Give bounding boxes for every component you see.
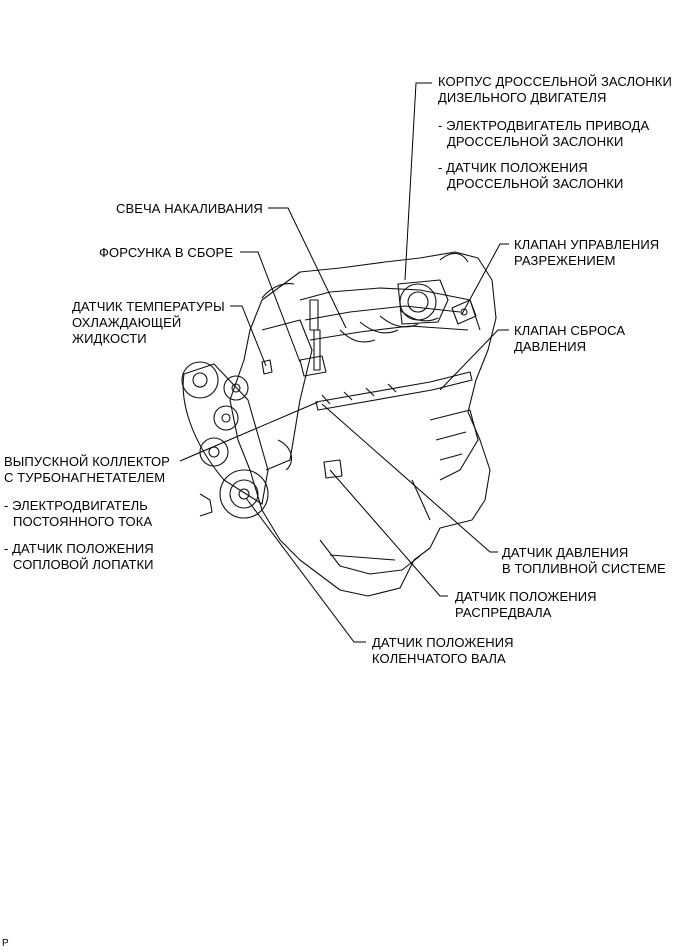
label-line: СВЕЧА НАКАЛИВАНИЯ bbox=[116, 201, 263, 216]
label-relief-valve: КЛАПАН СБРОСА ДАВЛЕНИЯ bbox=[514, 323, 625, 355]
label-line: ДИЗЕЛЬНОГО ДВИГАТЕЛЯ bbox=[438, 90, 607, 105]
label-exhaust-manifold: ВЫПУСКНОЙ КОЛЛЕКТОР С ТУРБОНАГНЕТАТЕЛЕМ bbox=[4, 454, 170, 486]
label-line: В ТОПЛИВНОЙ СИСТЕМЕ bbox=[502, 561, 666, 576]
figure-code: P bbox=[2, 938, 9, 949]
label-line: С ТУРБОНАГНЕТАТЕЛЕМ bbox=[4, 470, 166, 485]
leader-camshaft bbox=[329, 469, 448, 597]
leader-glow-plug bbox=[268, 207, 347, 329]
label-line: КЛАПАН УПРАВЛЕНИЯ bbox=[514, 237, 660, 252]
label-vacuum-valve: КЛАПАН УПРАВЛЕНИЯ РАЗРЕЖЕНИЕМ bbox=[514, 237, 659, 269]
label-nozzle-sensor: - ДАТЧИК ПОЛОЖЕНИЯ СОПЛОВОЙ ЛОПАТКИ bbox=[4, 541, 154, 573]
label-line: ФОРСУНКА В СБОРЕ bbox=[99, 245, 234, 260]
leader-vacuum-valve bbox=[461, 243, 509, 315]
label-fuel-pressure-sensor: ДАТЧИК ДАВЛЕНИЯ В ТОПЛИВНОЙ СИСТЕМЕ bbox=[502, 545, 666, 577]
engine-illustration bbox=[181, 251, 497, 597]
label-line: ДРОССЕЛЬНОЙ ЗАСЛОНКИ bbox=[447, 134, 624, 149]
label-line: СОПЛОВОЙ ЛОПАТКИ bbox=[13, 557, 154, 572]
leader-relief-valve bbox=[439, 329, 509, 391]
label-line: ДАВЛЕНИЯ bbox=[514, 339, 587, 354]
label-throttle-body: КОРПУС ДРОССЕЛЬНОЙ ЗАСЛОНКИ ДИЗЕЛЬНОГО Д… bbox=[438, 74, 672, 106]
label-line: РАЗРЕЖЕНИЕМ bbox=[514, 253, 616, 268]
label-line: ДАТЧИК ДАВЛЕНИЯ bbox=[502, 545, 629, 560]
label-throttle-motor: - ЭЛЕКТРОДВИГАТЕЛЬ ПРИВОДА ДРОССЕЛЬНОЙ З… bbox=[438, 118, 649, 150]
label-line: - ЭЛЕКТРОДВИГАТЕЛЬ bbox=[4, 498, 148, 513]
label-line: - ЭЛЕКТРОДВИГАТЕЛЬ ПРИВОДА bbox=[438, 118, 650, 133]
leader-fuel-pressure bbox=[321, 403, 498, 553]
label-line: КОЛЕНЧАТОГО ВАЛА bbox=[372, 651, 506, 666]
label-line: ПОСТОЯННОГО ТОКА bbox=[13, 514, 153, 529]
label-camshaft-sensor: ДАТЧИК ПОЛОЖЕНИЯ РАСПРЕДВАЛА bbox=[455, 589, 597, 621]
label-glow-plug: СВЕЧА НАКАЛИВАНИЯ bbox=[116, 201, 263, 217]
label-line: - ДАТЧИК ПОЛОЖЕНИЯ bbox=[438, 160, 588, 175]
leader-crankshaft bbox=[245, 497, 366, 643]
label-line: КОРПУС ДРОССЕЛЬНОЙ ЗАСЛОНКИ bbox=[438, 74, 672, 89]
label-throttle-sensor: - ДАТЧИК ПОЛОЖЕНИЯ ДРОССЕЛЬНОЙ ЗАСЛОНКИ bbox=[438, 160, 623, 192]
label-line: ЖИДКОСТИ bbox=[72, 331, 147, 346]
label-line: ОХЛАЖДАЮЩЕЙ bbox=[72, 315, 182, 330]
leader-exhaust-manifold bbox=[179, 401, 319, 462]
label-injector: ФОРСУНКА В СБОРЕ bbox=[99, 245, 233, 261]
label-line: - ДАТЧИК ПОЛОЖЕНИЯ bbox=[4, 541, 154, 556]
label-coolant-sensor: ДАТЧИК ТЕМПЕРАТУРЫ ОХЛАЖДАЮЩЕЙ ЖИДКОСТИ bbox=[72, 299, 225, 347]
label-line: ДАТЧИК ПОЛОЖЕНИЯ bbox=[455, 589, 597, 604]
leader-injector bbox=[240, 251, 301, 363]
label-line: КЛАПАН СБРОСА bbox=[514, 323, 626, 338]
label-line: РАСПРЕДВАЛА bbox=[455, 605, 552, 620]
label-line: ДАТЧИК ТЕМПЕРАТУРЫ bbox=[72, 299, 225, 314]
label-dc-motor: - ЭЛЕКТРОДВИГАТЕЛЬ ПОСТОЯННОГО ТОКА bbox=[4, 498, 152, 530]
leader-coolant-sensor bbox=[230, 305, 267, 367]
label-line: ВЫПУСКНОЙ КОЛЛЕКТОР bbox=[4, 454, 170, 469]
leader-throttle-body bbox=[404, 82, 432, 281]
label-crankshaft-sensor: ДАТЧИК ПОЛОЖЕНИЯ КОЛЕНЧАТОГО ВАЛА bbox=[372, 635, 514, 667]
leader-lines bbox=[179, 82, 509, 643]
label-line: ДРОССЕЛЬНОЙ ЗАСЛОНКИ bbox=[447, 176, 624, 191]
label-line: ДАТЧИК ПОЛОЖЕНИЯ bbox=[372, 635, 514, 650]
